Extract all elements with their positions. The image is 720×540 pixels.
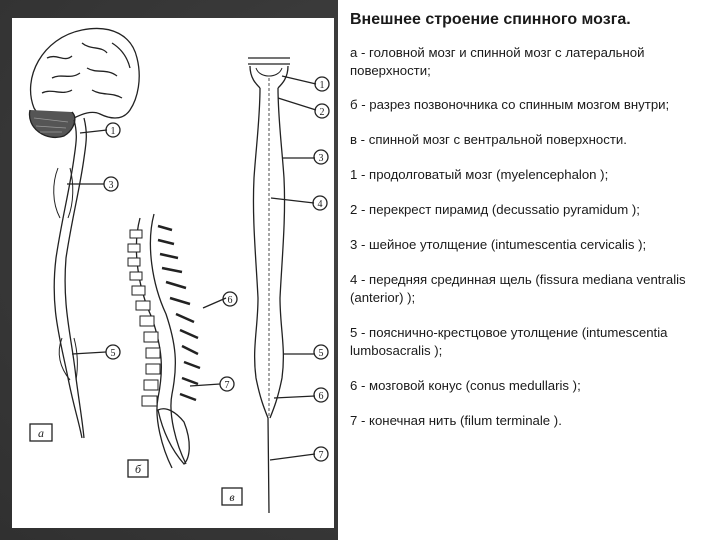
panel-a-drawing <box>28 27 140 442</box>
legend-item-2: 2 - перекрест пирамид (decussatio pyrami… <box>350 202 640 217</box>
callout-v-4: 4 <box>318 199 323 210</box>
callout-v-7: 7 <box>319 450 324 461</box>
legend-item-6: 6 - мозговой конус (conus medullaris ); <box>350 378 581 393</box>
spinal-cord-illustration: 1 3 5 6 7 1 2 3 4 5 6 7 а б в <box>28 27 330 514</box>
panel-b-drawing <box>127 213 238 478</box>
legend-item-7: 7 - конечная нить (filum terminale ). <box>350 413 562 428</box>
panel-v-label: в <box>229 490 234 504</box>
callout-v-1: 1 <box>320 80 325 91</box>
legend-item-4: 4 - передняя срединная щель (fissura med… <box>350 272 686 305</box>
legend-item-3: 3 - шейное утолщение (intumescentia cerv… <box>350 237 647 252</box>
anatomy-figure: 1 3 5 6 7 1 2 3 4 5 6 7 а б в <box>12 18 334 528</box>
legend-item-1: 1 - продолговатый мозг (myelencephalon )… <box>350 167 609 182</box>
callout-v-6: 6 <box>319 391 324 402</box>
caption-b: б - разрез позвоночника со спинным мозго… <box>350 97 670 112</box>
caption-a: а - головной мозг и спинной мозг с латер… <box>350 45 645 78</box>
callout-b-6: 6 <box>228 295 233 306</box>
callout-a-5: 5 <box>111 348 116 359</box>
callout-b-7: 7 <box>225 380 230 391</box>
legend-item-5: 5 - пояснично-крестцовое утолщение (intu… <box>350 325 668 358</box>
callout-v-2: 2 <box>320 107 325 118</box>
slide-title: Внешнее строение спинного мозга. <box>350 11 631 28</box>
panel-v-drawing <box>221 57 330 514</box>
callout-a-3: 3 <box>109 180 114 191</box>
text-panel: Внешнее строение спинного мозга. а - гол… <box>338 0 720 540</box>
panel-a-label: а <box>38 426 44 440</box>
panel-b-label: б <box>135 462 142 476</box>
callout-v-3: 3 <box>319 153 324 164</box>
callout-a-1: 1 <box>111 126 116 137</box>
callout-v-5: 5 <box>319 348 324 359</box>
caption-v: в - спинной мозг с вентральной поверхнос… <box>350 132 627 147</box>
